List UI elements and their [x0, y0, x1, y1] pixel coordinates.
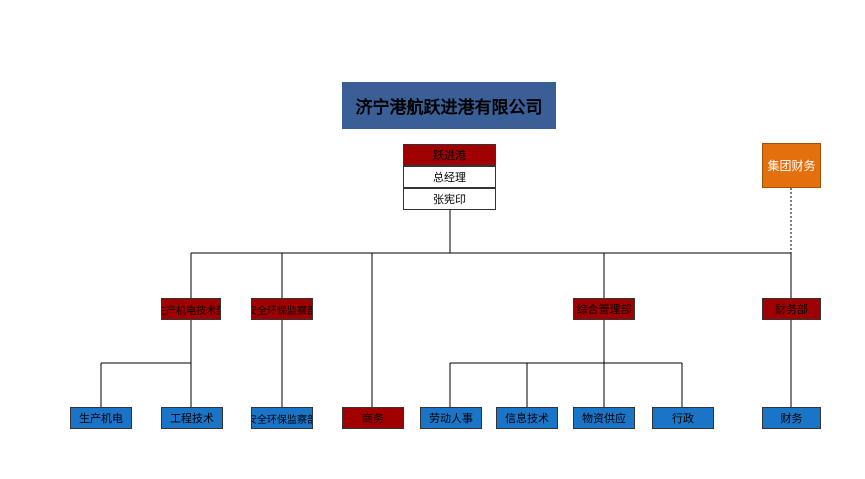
unit-shengchan-jidian: 生产机电: [70, 407, 132, 429]
group-finance: 集团财务: [762, 143, 821, 188]
unit-laodong-renshi: 劳动人事: [420, 407, 482, 429]
unit-caiwu: 财务: [762, 407, 821, 429]
unit-wuzi-gongying: 物资供应: [573, 407, 635, 429]
dept-safety: 安全环保监察部: [251, 298, 313, 320]
unit-xinxi-jishu: 信息技术: [496, 407, 558, 429]
dept-finance: 财务部: [762, 298, 821, 320]
leader-dept: 跃进港: [403, 144, 496, 166]
company-title: 济宁港航跃进港有限公司: [342, 82, 556, 129]
leader-position: 总经理: [403, 166, 496, 188]
dept-production: 生产机电技术部: [161, 298, 221, 320]
dept-admin: 综合管理部: [573, 298, 635, 320]
unit-anquan: 安全环保监察部: [251, 407, 313, 429]
leader-name: 张宪印: [403, 188, 496, 210]
unit-gongcheng-jishu: 工程技术: [161, 407, 223, 429]
unit-xingzheng: 行政: [652, 407, 714, 429]
unit-shangwu: 商务: [342, 407, 404, 429]
